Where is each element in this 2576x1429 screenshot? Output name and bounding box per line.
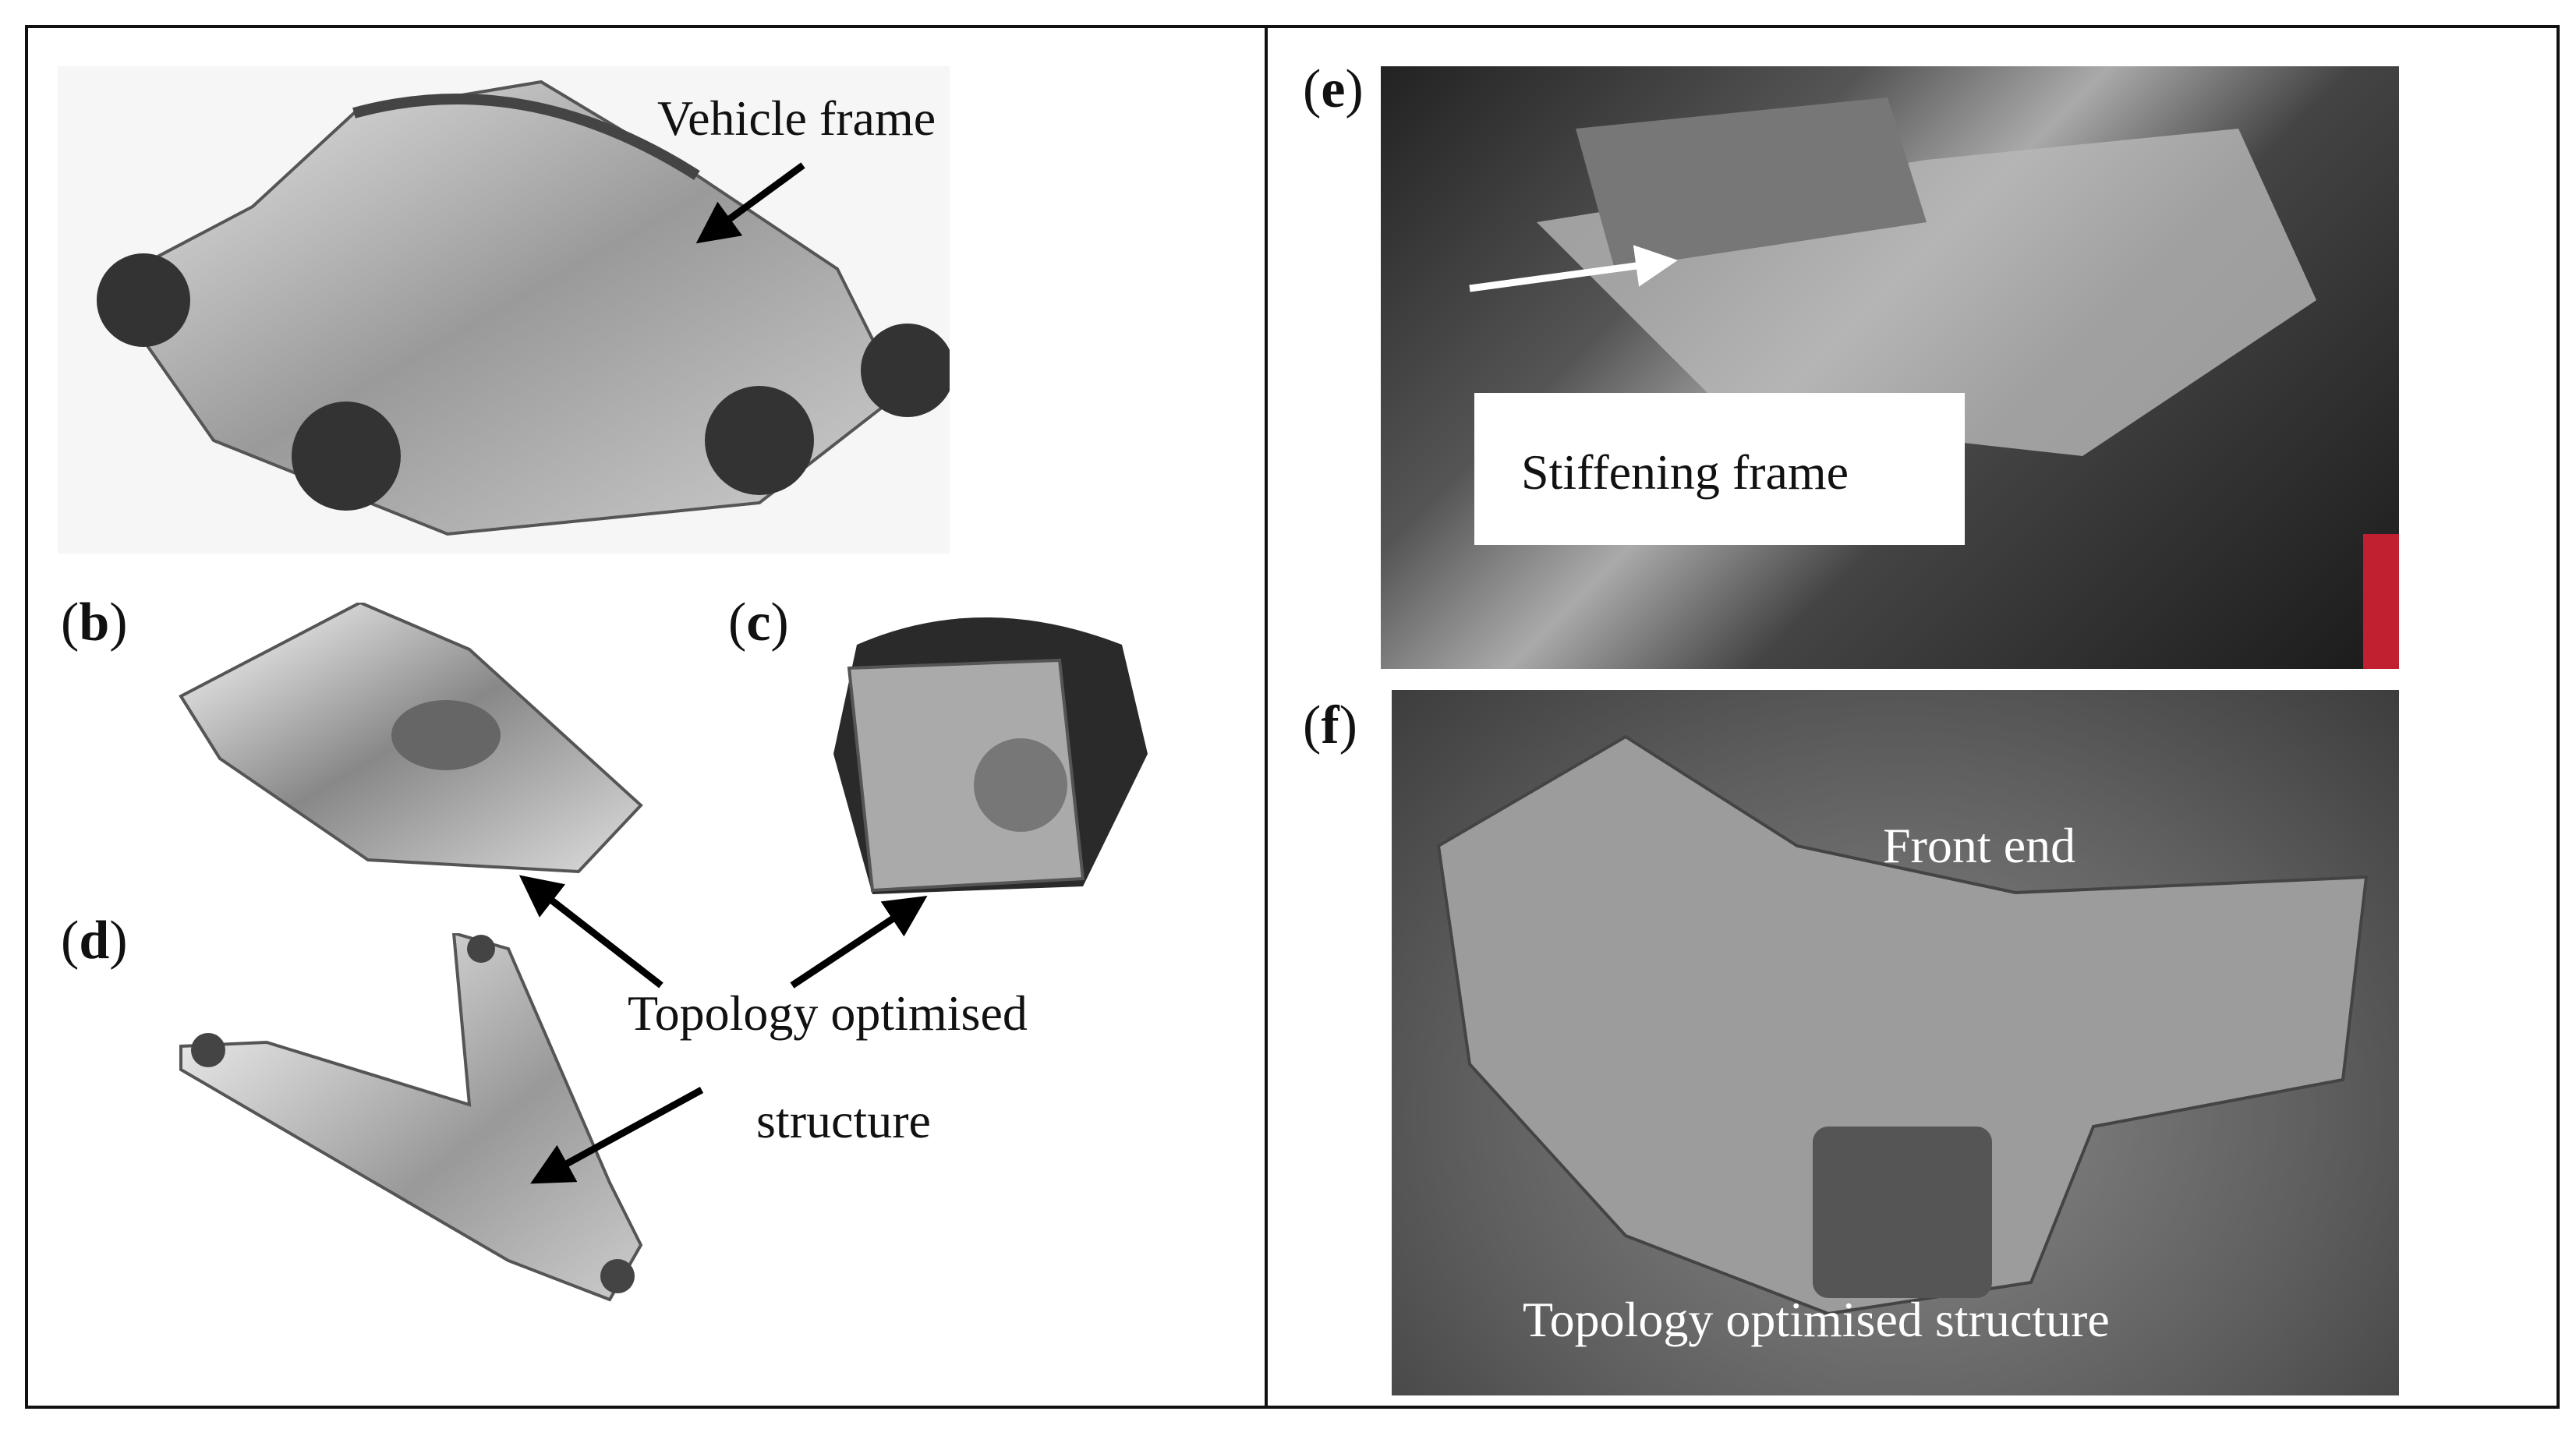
panel-letter: e [1321,59,1346,119]
arrow-vehicle-frame [695,162,805,244]
stiffening-frame-label-box: Stiffening frame [1474,393,1965,545]
topology-annotation-line2: structure [756,1093,931,1148]
topology-structure-annotation: Topology optimised structure [1523,1292,2110,1347]
control-arm-image [173,931,653,1304]
panel-label-b: (b) [61,592,128,653]
panel-letter: b [79,592,110,653]
panel-letter: c [746,592,771,653]
vehicle-frame-image [58,66,954,554]
panel-label-d: (d) [61,911,128,971]
front-end-photo: Front end Topology optimised structure [1392,690,2399,1395]
engine-bay-photo [1381,66,2399,669]
arrow-to-b [518,875,663,989]
arrow-to-d [530,1087,704,1184]
arrow-stiffening-frame [1469,245,1678,292]
vehicle-frame-annotation: Vehicle frame [657,90,936,146]
topology-annotation-line1: Topology optimised [628,985,1028,1041]
front-end-annotation: Front end [1883,818,2076,873]
stiffening-frame-annotation: Stiffening frame [1521,444,1849,500]
panel-letter: f [1321,695,1339,755]
arrow-to-c [790,896,928,989]
panel-label-e: (e) [1303,59,1364,119]
topology-part-c-image [826,598,1148,900]
panel-label-c: (c) [728,592,789,653]
panel-divider [1265,25,1268,1409]
panel-letter: d [79,911,110,971]
topology-part-b-image [173,600,644,875]
panel-label-f: (f) [1303,695,1357,755]
figure-frame [25,25,2560,1409]
